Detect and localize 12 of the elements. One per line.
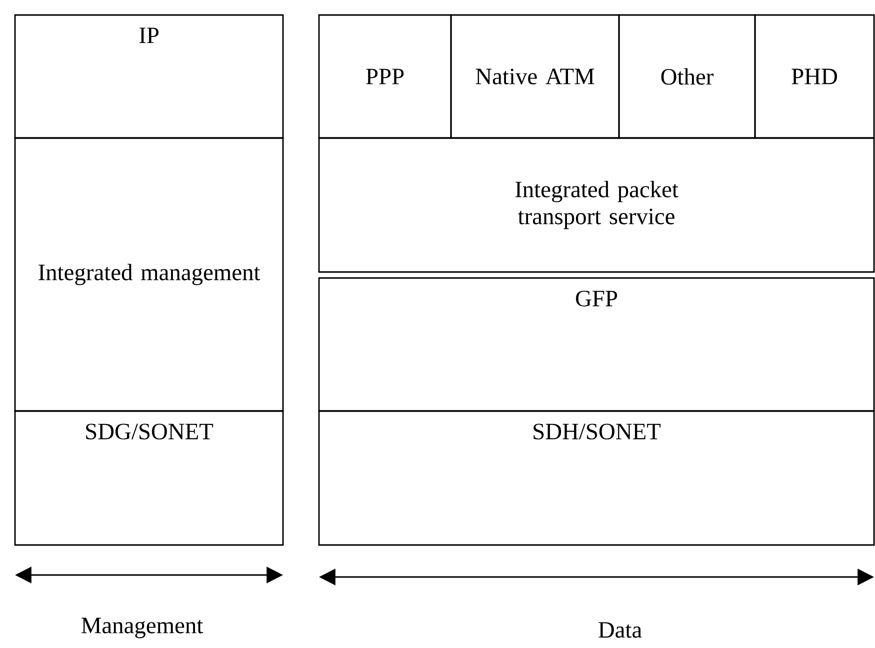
span-label: Management	[82, 618, 204, 638]
layer-box: Integrated packet transport service	[318, 137, 875, 273]
layer-box: Integrated management	[14, 137, 284, 412]
layer-box: IP	[14, 14, 284, 139]
layer-box: SDH/SONET	[318, 410, 875, 546]
layer-box: GFP	[318, 277, 875, 412]
layer-box: SDG/SONET	[14, 410, 284, 546]
layer-box: Other	[618, 14, 756, 139]
layer-box: PHD	[754, 14, 875, 139]
layer-box: PPP	[318, 14, 452, 139]
span-label: Data	[598, 622, 642, 638]
layer-box: Native ATM	[450, 14, 620, 139]
